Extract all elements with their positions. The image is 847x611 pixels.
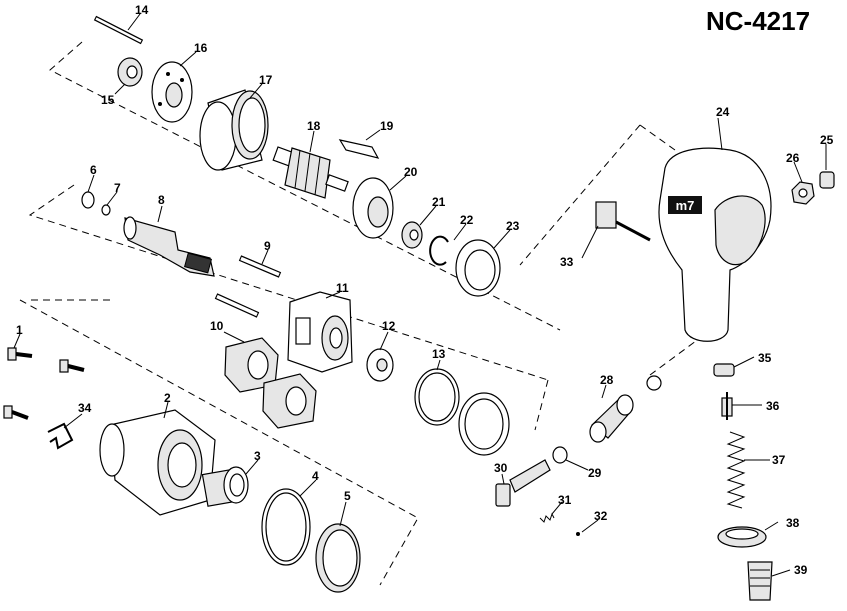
label-part-26: 26 bbox=[786, 151, 800, 165]
label-part-7: 7 bbox=[114, 181, 121, 195]
part-35-plug bbox=[713, 363, 735, 377]
part-24-housing: m7 bbox=[658, 147, 772, 342]
part-1-screw bbox=[3, 405, 29, 420]
label-part-34: 34 bbox=[78, 401, 92, 415]
label-part-30: 30 bbox=[494, 461, 508, 475]
part-17-cylinder bbox=[199, 89, 269, 171]
gasket bbox=[458, 392, 510, 456]
part-13-o-ring bbox=[414, 368, 460, 426]
label-part-12: 12 bbox=[382, 319, 396, 333]
part-16-end-plate bbox=[151, 61, 193, 123]
label-part-14: 14 bbox=[135, 3, 149, 17]
label-part-38: 38 bbox=[786, 516, 800, 530]
label-part-13: 13 bbox=[432, 347, 446, 361]
part-12-washer bbox=[366, 348, 394, 382]
label-part-20: 20 bbox=[404, 165, 418, 179]
label-part-1: 1 bbox=[16, 323, 23, 337]
label-part-22: 22 bbox=[460, 213, 474, 227]
part-15-bearing bbox=[117, 57, 143, 87]
part-18-rotor bbox=[272, 146, 349, 199]
part-1-screw bbox=[7, 347, 33, 361]
part-7-washer bbox=[101, 204, 111, 216]
part-39-air-inlet bbox=[747, 561, 773, 601]
label-part-32: 32 bbox=[594, 509, 608, 523]
assembly-dashed-outlines bbox=[19, 41, 701, 586]
label-part-18: 18 bbox=[307, 119, 321, 133]
part-number-labels: 14 15 16 17 18 19 20 21 22 23 24 25 26 3… bbox=[16, 3, 834, 577]
part-5-ring bbox=[315, 523, 361, 593]
label-part-35: 35 bbox=[758, 351, 772, 365]
part-4-o-ring bbox=[261, 488, 311, 566]
part-14-pin bbox=[93, 15, 144, 45]
part-29-o-ring bbox=[552, 446, 568, 464]
o-ring bbox=[646, 375, 662, 391]
part-3-bushing bbox=[201, 466, 249, 507]
part-31-spring bbox=[539, 512, 555, 523]
part-9-pin bbox=[238, 255, 282, 278]
label-part-6: 6 bbox=[90, 163, 97, 177]
label-part-37: 37 bbox=[772, 453, 786, 467]
part-23-gasket bbox=[455, 239, 501, 297]
part-26-nut bbox=[791, 181, 815, 205]
part-1-screw bbox=[59, 359, 85, 373]
part-38-seal bbox=[717, 526, 767, 548]
part-10-hammer bbox=[262, 373, 317, 429]
part-2-hammer-case bbox=[99, 409, 216, 516]
part-36-valve-stem bbox=[721, 392, 733, 420]
label-part-31: 31 bbox=[558, 493, 572, 507]
part-37-spring bbox=[726, 431, 746, 509]
label-part-28: 28 bbox=[600, 373, 614, 387]
part-34-clip bbox=[47, 422, 74, 450]
label-part-21: 21 bbox=[432, 195, 446, 209]
label-part-17: 17 bbox=[259, 73, 273, 87]
part-22-snap-ring bbox=[429, 235, 449, 266]
label-part-16: 16 bbox=[194, 41, 208, 55]
label-part-33: 33 bbox=[560, 255, 574, 269]
label-part-8: 8 bbox=[158, 193, 165, 207]
model-number-title: NC-4217 bbox=[706, 6, 810, 36]
part-8-anvil bbox=[123, 216, 215, 277]
part-28-valve-sleeve bbox=[589, 394, 634, 443]
leader-lines bbox=[13, 13, 827, 577]
label-part-36: 36 bbox=[766, 399, 780, 413]
label-part-39: 39 bbox=[794, 563, 808, 577]
part-20-rear-plate bbox=[352, 177, 394, 239]
part-6-washer bbox=[81, 191, 95, 209]
part-11-hammer-cage bbox=[287, 291, 353, 373]
part-32-ball bbox=[576, 532, 580, 536]
label-part-19: 19 bbox=[380, 119, 394, 133]
pin bbox=[214, 293, 260, 318]
label-part-11: 11 bbox=[336, 281, 349, 295]
label-part-3: 3 bbox=[254, 449, 261, 463]
label-part-10: 10 bbox=[210, 319, 224, 333]
part-19-vane bbox=[338, 139, 380, 159]
part-10-hammer bbox=[224, 337, 279, 393]
label-part-9: 9 bbox=[264, 239, 271, 253]
part-30-reverse-valve bbox=[495, 459, 551, 507]
label-part-25: 25 bbox=[820, 133, 834, 147]
label-part-4: 4 bbox=[312, 469, 319, 483]
label-part-23: 23 bbox=[506, 219, 520, 233]
brand-logo: m7 bbox=[676, 198, 695, 213]
label-part-5: 5 bbox=[344, 489, 351, 503]
label-part-29: 29 bbox=[588, 466, 602, 480]
part-25-fitting bbox=[819, 171, 835, 189]
part-33-trigger bbox=[595, 201, 651, 242]
part-21-bearing bbox=[401, 221, 423, 249]
label-part-24: 24 bbox=[716, 105, 730, 119]
label-part-2: 2 bbox=[164, 391, 171, 405]
label-part-15: 15 bbox=[101, 93, 115, 107]
